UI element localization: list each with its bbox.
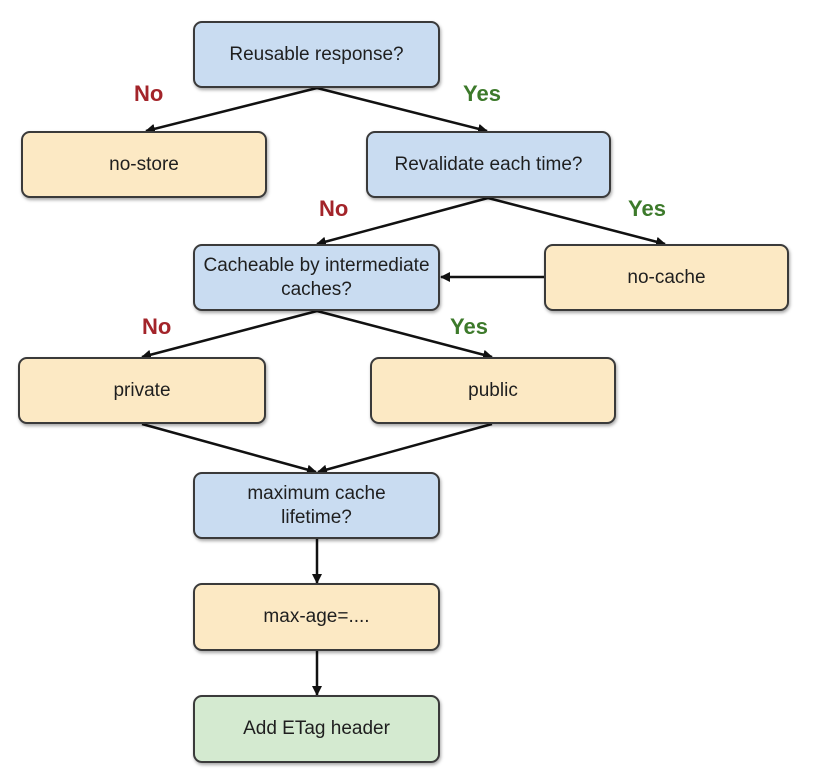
node-add-etag-text: Add ETag header [243,718,390,740]
node-cacheable-intermediate-text: Cacheable by intermediate caches? [203,254,430,300]
label-reusable-yes: Yes [463,81,501,106]
node-public-text: public [468,379,518,401]
node-max-lifetime-text: maximum cache lifetime? [247,482,386,528]
node-no-store-text: no-store [109,153,179,175]
label-cacheable-yes: Yes [450,314,488,339]
edge-cacheable-to-public [316,309,493,360]
node-reusable-response: Reusable response? [193,21,440,88]
node-max-age-text: max-age=.... [263,606,370,628]
node-reusable-response-text: Reusable response? [229,43,404,65]
node-max-lifetime: maximum cache lifetime? [193,472,440,539]
edge-public-to-max-lifetime [317,422,493,475]
node-revalidate: Revalidate each time? [366,131,611,198]
node-no-cache: no-cache [544,244,789,311]
node-add-etag: Add ETag header [193,695,440,763]
label-revalidate-yes: Yes [628,196,666,221]
label-reusable-no: No [134,81,164,106]
node-max-age: max-age=.... [193,583,440,651]
node-private-text: private [113,379,171,401]
edge-private-to-max-lifetime [141,422,317,475]
node-private: private [18,357,266,424]
node-no-cache-text: no-cache [627,266,706,288]
label-cacheable-no: No [142,314,172,339]
edge-reusable-to-no-store [145,86,318,134]
edge-reusable-to-revalidate [316,86,488,134]
node-public: public [370,357,616,424]
node-no-store: no-store [21,131,267,198]
node-cacheable-intermediate: Cacheable by intermediate caches? [193,244,440,311]
node-revalidate-text: Revalidate each time? [394,153,583,175]
edge-revalidate-to-no-cache [487,196,666,247]
label-revalidate-no: No [319,196,349,221]
edge-cacheable-to-private [141,309,318,360]
edge-revalidate-to-cacheable [316,196,489,247]
